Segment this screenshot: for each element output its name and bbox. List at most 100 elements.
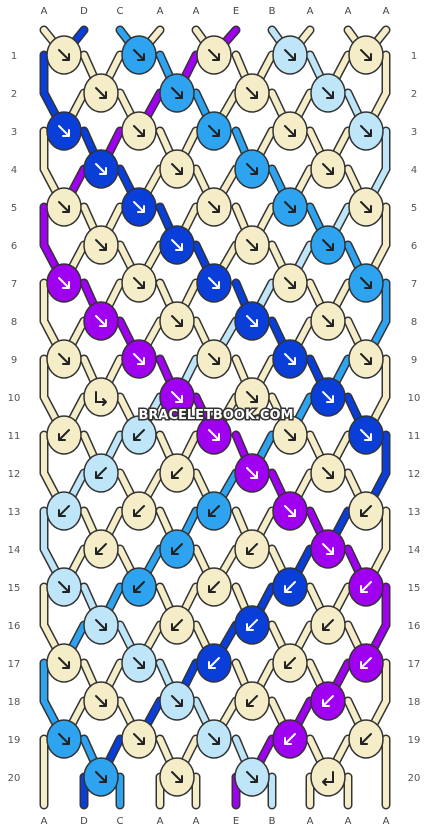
knot: [46, 415, 82, 455]
row-number-right: 14: [408, 545, 421, 556]
row-number-right: 12: [408, 469, 421, 480]
knot: [83, 681, 119, 721]
row-number-right: 13: [408, 507, 421, 518]
knot: [272, 719, 308, 759]
row-number-right: 7: [411, 279, 417, 290]
knot: [196, 567, 232, 607]
knot: [310, 73, 346, 113]
knot: [310, 681, 346, 721]
knot: [196, 263, 232, 303]
row-number-left: 11: [8, 431, 21, 442]
knot: [159, 149, 195, 189]
row-number-left: 20: [8, 773, 21, 784]
row-number-right: 15: [408, 583, 421, 594]
knot: [234, 757, 270, 797]
knot: [46, 339, 82, 379]
strand-label-bottom: A: [307, 816, 314, 827]
knot: [46, 567, 82, 607]
knot: [121, 187, 157, 227]
knot: [196, 415, 232, 455]
knot: [46, 491, 82, 531]
row-number-left: 6: [11, 241, 17, 252]
row-number-right: 19: [408, 735, 421, 746]
knot: [196, 339, 232, 379]
knot: [83, 529, 119, 569]
strand-label-top: A: [345, 6, 352, 17]
strand-label-bottom: A: [157, 816, 164, 827]
knot: [46, 187, 82, 227]
row-number-left: 17: [8, 659, 21, 670]
knot: [348, 491, 384, 531]
knot: [83, 605, 119, 645]
row-number-left: 5: [11, 203, 17, 214]
knot: [121, 567, 157, 607]
strand-label-bottom: B: [269, 816, 276, 827]
strand-label-bottom: E: [233, 816, 239, 827]
row-number-left: 7: [11, 279, 17, 290]
row-number-left: 10: [8, 393, 21, 404]
knot: [121, 491, 157, 531]
row-number-left: 4: [11, 165, 17, 176]
knot: [348, 415, 384, 455]
knot: [272, 339, 308, 379]
knot: [310, 301, 346, 341]
row-number-left: 2: [11, 89, 17, 100]
row-number-left: 9: [11, 355, 17, 366]
knot: [234, 453, 270, 493]
knot: [234, 301, 270, 341]
knot: [348, 719, 384, 759]
row-number-right: 20: [408, 773, 421, 784]
knot: [348, 339, 384, 379]
knot: [234, 681, 270, 721]
knot: [46, 263, 82, 303]
row-number-right: 16: [408, 621, 421, 632]
knot: [159, 757, 195, 797]
row-number-right: 1: [411, 51, 417, 62]
knot: [159, 605, 195, 645]
knot: [196, 643, 232, 683]
row-number-right: 2: [411, 89, 417, 100]
knot: [234, 529, 270, 569]
knot: [310, 757, 346, 797]
strand-label-top: A: [157, 6, 164, 17]
strand-label-bottom: D: [80, 816, 88, 827]
knot: [83, 301, 119, 341]
row-number-right: 11: [408, 431, 421, 442]
strand-label-top: A: [193, 6, 200, 17]
knot: [310, 453, 346, 493]
row-number-left: 19: [8, 735, 21, 746]
strand-label-top: E: [233, 6, 239, 17]
row-number-right: 5: [411, 203, 417, 214]
knot: [83, 377, 119, 417]
knot: [121, 643, 157, 683]
knot: [310, 377, 346, 417]
knot: [159, 225, 195, 265]
knot: [121, 35, 157, 75]
knot: [121, 339, 157, 379]
knot: [159, 681, 195, 721]
strand-label-bottom: A: [193, 816, 200, 827]
knot: [272, 263, 308, 303]
knot: [272, 415, 308, 455]
knot: [310, 605, 346, 645]
knot: [234, 225, 270, 265]
knot: [310, 225, 346, 265]
knot: [348, 643, 384, 683]
row-number-right: 3: [411, 127, 417, 138]
knot: [46, 643, 82, 683]
row-number-left: 14: [8, 545, 21, 556]
knot: [234, 73, 270, 113]
knot: [159, 529, 195, 569]
knot: [196, 111, 232, 151]
knot: [348, 187, 384, 227]
strand-label-bottom: A: [383, 816, 390, 827]
row-number-left: 18: [8, 697, 21, 708]
knot: [159, 301, 195, 341]
knot: [234, 605, 270, 645]
row-number-left: 13: [8, 507, 21, 518]
knot: [348, 35, 384, 75]
row-number-left: 15: [8, 583, 21, 594]
knot-grid: [46, 35, 384, 797]
